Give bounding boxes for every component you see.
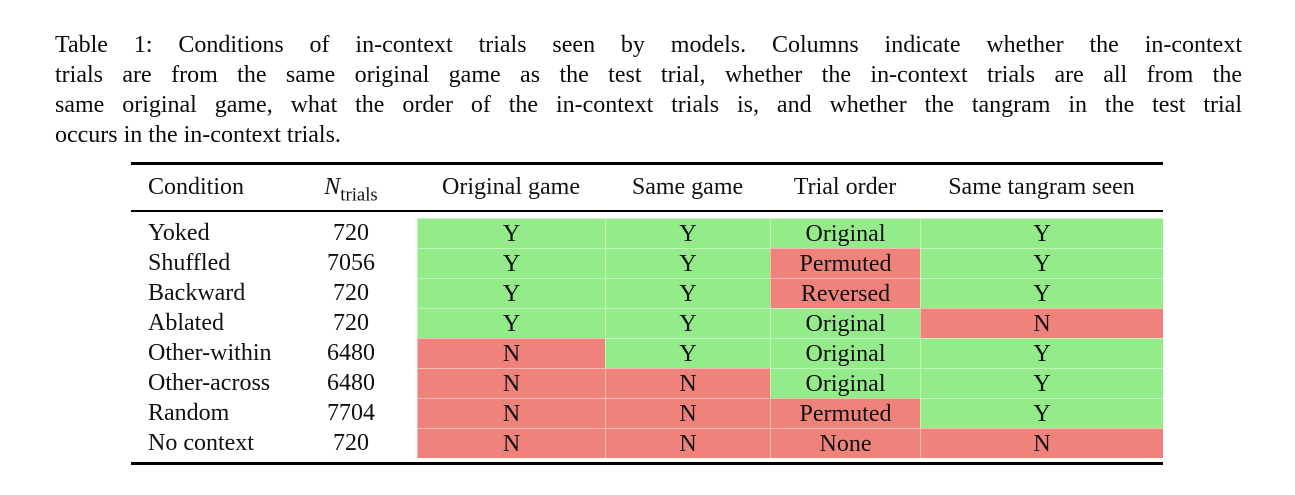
header-same-tangram-seen: Same tangram seen — [948, 174, 1135, 200]
table-row: Shuffled 7056 Y Y Permuted Y — [131, 248, 1163, 278]
cell-trial-order: Original — [770, 338, 920, 368]
cell-original-game: N — [417, 368, 605, 398]
caption-line: occurs in the in-context trials. — [55, 122, 341, 148]
cell-condition: Yoked — [148, 220, 210, 246]
table-row: Random 7704 N N Permuted Y — [131, 398, 1163, 428]
cell-original-game: N — [417, 398, 605, 428]
table-header-row: Condition Ntrials Original game Same gam… — [131, 165, 1163, 210]
cell-trial-order: Original — [770, 218, 920, 248]
cell-trial-order: Permuted — [770, 248, 920, 278]
table-body: Yoked 720 Y Y Original Y Shuffled 7056 Y… — [131, 218, 1163, 458]
cell-same-game: Y — [605, 308, 770, 338]
cell-condition: No context — [148, 430, 254, 456]
caption-line: same original game, what the order of th… — [55, 92, 1242, 118]
cell-original-game: Y — [417, 218, 605, 248]
cell-n-trials: 720 — [333, 280, 369, 306]
caption-line: trials are from the same original game a… — [55, 62, 1242, 88]
cell-same-tangram-seen: Y — [920, 398, 1163, 428]
cell-n-trials: 6480 — [327, 370, 375, 396]
cell-n-trials: 7056 — [327, 250, 375, 276]
table-row: Backward 720 Y Y Reversed Y — [131, 278, 1163, 308]
table-row: No context 720 N N None N — [131, 428, 1163, 458]
cell-same-game: Y — [605, 278, 770, 308]
cell-condition: Random — [148, 400, 230, 426]
cell-trial-order: Original — [770, 368, 920, 398]
cell-same-tangram-seen: Y — [920, 218, 1163, 248]
cell-trial-order: Reversed — [770, 278, 920, 308]
cell-n-trials: 720 — [333, 220, 369, 246]
cell-same-tangram-seen: Y — [920, 278, 1163, 308]
table-top-rule — [131, 162, 1163, 165]
cell-trial-order: Original — [770, 308, 920, 338]
cell-condition: Other-across — [148, 370, 271, 396]
cell-condition: Backward — [148, 280, 246, 306]
header-n-trials: Ntrials — [285, 174, 417, 204]
cell-original-game: Y — [417, 278, 605, 308]
cell-trial-order: None — [770, 428, 920, 458]
cell-trial-order: Permuted — [770, 398, 920, 428]
n-symbol: N — [324, 174, 341, 200]
cell-same-game: N — [605, 398, 770, 428]
cell-same-game: Y — [605, 218, 770, 248]
table-row: Yoked 720 Y Y Original Y — [131, 218, 1163, 248]
cell-same-tangram-seen: Y — [920, 338, 1163, 368]
header-trial-order: Trial order — [793, 174, 897, 200]
cell-original-game: N — [417, 338, 605, 368]
table-row: Ablated 720 Y Y Original N — [131, 308, 1163, 338]
header-same-game: Same game — [631, 174, 744, 200]
cell-condition: Ablated — [148, 310, 224, 336]
header-original-game: Original game — [442, 174, 580, 200]
caption-line: Table 1: Conditions of in-context trials… — [55, 32, 1242, 58]
cell-same-game: Y — [605, 338, 770, 368]
table-caption: Table 1: Conditions of in-context trials… — [55, 30, 1242, 150]
cell-n-trials: 6480 — [327, 340, 375, 366]
cell-n-trials: 7704 — [327, 400, 375, 426]
table-row: Other-within 6480 N Y Original Y — [131, 338, 1163, 368]
cell-condition: Shuffled — [148, 250, 231, 276]
cell-same-tangram-seen: Y — [920, 368, 1163, 398]
cell-condition: Other-within — [148, 340, 272, 366]
cell-same-tangram-seen: N — [920, 308, 1163, 338]
cell-same-game: Y — [605, 248, 770, 278]
cell-original-game: Y — [417, 248, 605, 278]
table-bottom-rule — [131, 462, 1163, 465]
cell-same-game: N — [605, 368, 770, 398]
cell-same-game: N — [605, 428, 770, 458]
conditions-table: Condition Ntrials Original game Same gam… — [131, 162, 1163, 465]
cell-original-game: N — [417, 428, 605, 458]
header-condition: Condition — [148, 174, 245, 200]
n-subscript: trials — [340, 184, 378, 206]
table-row: Other-across 6480 N N Original Y — [131, 368, 1163, 398]
cell-same-tangram-seen: N — [920, 428, 1163, 458]
table-mid-rule — [131, 210, 1163, 212]
cell-same-tangram-seen: Y — [920, 248, 1163, 278]
cell-original-game: Y — [417, 308, 605, 338]
cell-n-trials: 720 — [333, 310, 369, 336]
cell-n-trials: 720 — [333, 430, 369, 456]
